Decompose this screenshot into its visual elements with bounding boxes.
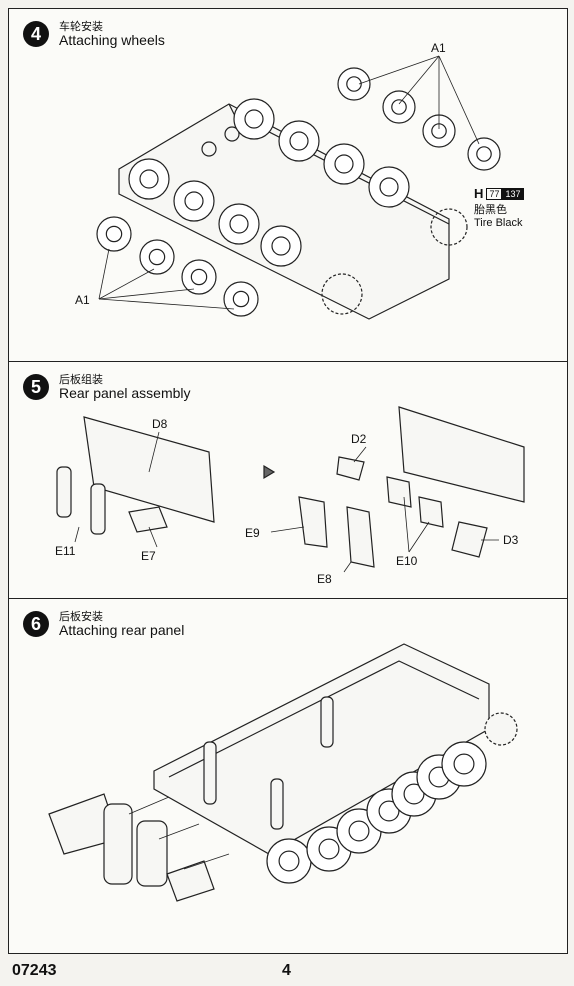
paint-letter: H	[474, 186, 484, 201]
road-wheel-hub	[148, 248, 166, 266]
part-label-e7: E7	[141, 549, 156, 563]
road-wheel-hub	[318, 838, 340, 860]
road-wheel-hub	[278, 850, 300, 872]
step-6-panel: 6 后板安装 Attaching rear panel	[8, 598, 568, 954]
paint-code-1: 77	[486, 187, 503, 200]
road-wheel-hub	[139, 169, 159, 189]
step-number: 5	[23, 374, 49, 400]
road-wheel-hub	[348, 820, 370, 842]
part-label-e11: E11	[55, 544, 76, 558]
step-title-cn: 后板组装	[59, 374, 103, 386]
road-wheel-hub	[379, 177, 399, 197]
part-label-d3: D3	[503, 533, 519, 547]
rear-panel-drawing	[56, 406, 525, 573]
step-4-panel: 4 车轮安装 Attaching wheels A1 A1	[8, 8, 568, 362]
road-wheel-hub	[229, 214, 249, 234]
road-wheel-hub	[334, 154, 354, 174]
paint-name-en: Tire Black	[474, 217, 523, 229]
part-label-e10: E10	[396, 554, 418, 568]
page-number: 4	[282, 962, 291, 979]
step-number: 6	[23, 611, 49, 637]
part-label-e9: E9	[245, 526, 260, 540]
road-wheel-hub	[346, 76, 362, 92]
part-label-a1-bottom: A1	[75, 293, 90, 307]
step-title-cn: 车轮安装	[59, 21, 103, 33]
road-wheel-hub	[476, 146, 492, 162]
road-wheel-hub	[378, 800, 400, 822]
step-title-cn: 后板安装	[59, 611, 103, 623]
step-title-en: Attaching rear panel	[59, 622, 185, 638]
road-wheel-hub	[232, 290, 250, 308]
road-wheel-hub	[105, 225, 123, 243]
part-label-d2: D2	[351, 432, 367, 446]
step-number: 4	[23, 21, 49, 47]
road-wheel-hub	[453, 753, 475, 775]
kit-code: 07243	[12, 962, 57, 979]
road-wheel-hub	[391, 99, 407, 115]
rear-panel-attach-drawing	[48, 643, 518, 902]
paint-code-2: 137	[502, 187, 524, 200]
road-wheel-hub	[244, 109, 264, 129]
part-label-e8: E8	[317, 572, 332, 586]
step-title-en: Attaching wheels	[59, 32, 165, 48]
part-label-a1-top: A1	[431, 41, 446, 55]
paint-name-cn: 胎黑色	[474, 204, 507, 216]
wheels-assembly-drawing	[96, 55, 501, 320]
step-title-en: Rear panel assembly	[59, 385, 191, 401]
road-wheel-hub	[190, 268, 208, 286]
part-label-d8: D8	[152, 417, 168, 431]
road-wheel-hub	[289, 131, 309, 151]
road-wheel-hub	[403, 783, 425, 805]
road-wheel-hub	[184, 191, 204, 211]
step-5-panel: 5 后板组装 Rear panel assembly	[8, 361, 568, 599]
road-wheel-hub	[271, 236, 291, 256]
